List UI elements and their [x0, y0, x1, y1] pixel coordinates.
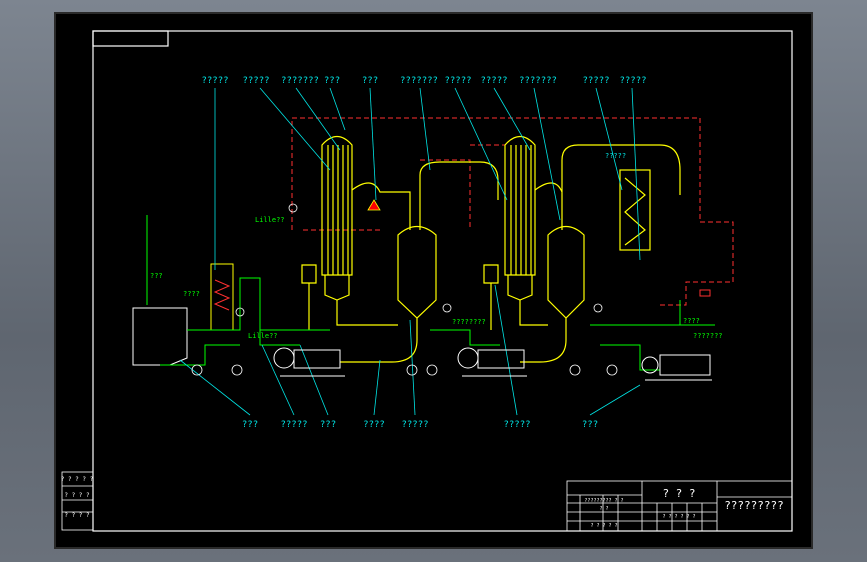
pump-2: [457, 347, 527, 377]
top-callout: ???????: [281, 76, 319, 86]
title-row-4: ? ? ? ? ?: [590, 523, 617, 529]
title-marks: ? ? ?: [662, 487, 695, 500]
title-row-3: ? ? ? ? ? ?: [662, 514, 695, 520]
vacuum-tag: ????: [683, 317, 700, 325]
top-callouts: ????? ????? ??????? ??? ??? ??????? ????…: [201, 76, 646, 86]
drawing-canvas: [54, 12, 813, 549]
accumulator-box: [699, 289, 711, 297]
title-row-1: ????????? ? ?: [584, 498, 623, 504]
top-callout: ?????: [582, 76, 609, 86]
water-lines: [146, 215, 715, 371]
side-labels: ??? ???? ????? Lille?? Lille?? ???????? …: [150, 152, 723, 340]
bottom-callout: ???: [242, 420, 258, 430]
top-callout: ?????: [619, 76, 646, 86]
revision-label-2: ? ? ? ?: [64, 492, 90, 499]
warning-triangle-icon: [367, 199, 381, 211]
top-callout: ???????: [400, 76, 438, 86]
bottom-callout: ?????: [280, 420, 307, 430]
bottom-callout: ????: [363, 420, 385, 430]
sheet-border: [92, 30, 793, 532]
top-callout: ???: [324, 76, 340, 86]
steam-lines: [291, 117, 734, 306]
title-stamp-box: [92, 30, 169, 47]
condenser-tag: ?????: [605, 152, 626, 160]
revision-label-3: ? ? ? ?: [64, 512, 90, 519]
process-equipment: [301, 135, 681, 363]
bottom-callout: ???: [582, 420, 598, 430]
top-callout: ?????: [242, 76, 269, 86]
pump-1: [273, 347, 345, 377]
top-callout: ???????: [519, 76, 557, 86]
top-callout: ?????: [201, 76, 228, 86]
drawing-name: ?????????: [724, 499, 784, 512]
bottom-callouts: ??? ????? ??? ???? ????? ????? ???: [242, 420, 598, 430]
steam-inlet-upper: Lille??: [255, 216, 285, 224]
steam-inlet-lower: Lille??: [248, 332, 278, 340]
instruments: [191, 203, 618, 376]
title-row-2: ? ?: [599, 506, 608, 512]
top-callout: ?????: [444, 76, 471, 86]
water-inlet: ???????: [693, 332, 723, 340]
bottom-callout: ?????: [401, 420, 428, 430]
top-callout: ?????: [480, 76, 507, 86]
product-outlet: ????????: [452, 318, 486, 326]
top-callout: ???: [362, 76, 378, 86]
revision-block: [61, 471, 94, 531]
vacuum-pump: [641, 354, 712, 381]
bottom-callout: ?????: [503, 420, 530, 430]
preheater-tag: ????: [183, 290, 200, 298]
title-block: [566, 480, 793, 532]
revision-label-1: ? ? ? ? ?: [61, 476, 94, 483]
feed-tank: [132, 307, 188, 366]
leader-lines: [179, 87, 641, 416]
bottom-callout: ???: [320, 420, 336, 430]
feed-tank-tag: ???: [150, 272, 163, 280]
